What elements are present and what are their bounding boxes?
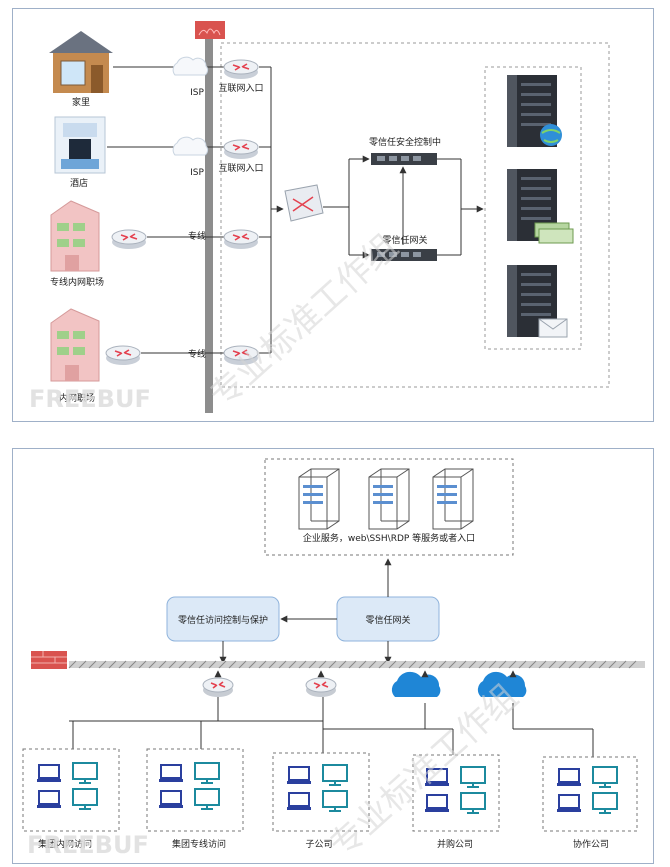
source-label-dedicated-office: 专线内网职场 [50, 276, 104, 288]
device-group [22, 748, 120, 832]
group-label: 集团专线访问 [172, 838, 226, 850]
bottom-diagram-svg: 企业服务，web\SSH\RDP 等服务或者入口 零信任访问控制与保护 零信任网… [22, 458, 645, 863]
enterprise-services-group [264, 458, 514, 556]
control-center-device-icon [371, 153, 437, 165]
isp-cloud-icon [172, 136, 209, 156]
line-label: 专线 [188, 230, 206, 242]
services-caption: 企业服务，web\SSH\RDP 等服务或者入口 [303, 532, 475, 544]
isp-cloud-icon [172, 56, 209, 76]
isp-label: ISP [190, 168, 204, 178]
device-group [412, 754, 500, 832]
server-group-boundary [484, 66, 582, 350]
watermark-text: 专业标准工作组 [202, 227, 406, 416]
branch-links [69, 670, 594, 757]
gateway-label: 零信任网关 [365, 614, 410, 626]
brand-watermark: FREEBUF [27, 831, 149, 859]
entry-router-icon [223, 139, 259, 160]
device-group [272, 752, 370, 832]
line-label: 专线 [188, 348, 206, 360]
server-tower-icon [432, 468, 474, 530]
switch-links [323, 155, 484, 259]
entry-label: 互联网入口 [218, 163, 263, 174]
entry-label: 互联网入口 [218, 83, 263, 94]
router-icon [202, 677, 234, 698]
entry-links [259, 66, 284, 354]
source-label-hotel: 酒店 [70, 177, 88, 189]
router-icon [111, 229, 147, 250]
router-icon [105, 345, 141, 366]
device-group [542, 756, 638, 832]
device-set [159, 763, 219, 809]
entry-router-icon [223, 229, 259, 250]
firewall-icon [195, 21, 225, 39]
perimeter-boundary [69, 661, 645, 668]
globe-icon [540, 124, 562, 146]
group-label: 子公司 [305, 839, 332, 850]
office-building-icon [50, 200, 100, 272]
device-set [287, 765, 347, 811]
server-tower-icon [298, 468, 340, 530]
hotel-icon [54, 116, 106, 174]
access-control-label: 零信任访问控制与保护 [178, 614, 268, 626]
top-diagram-svg: 家里 酒店 专线内网职场 内网职场 ISP ISP 专线 专 [29, 21, 610, 416]
device-set [37, 763, 97, 809]
mail-icon [538, 318, 568, 338]
group-label: 并购公司 [437, 838, 473, 850]
bottom-network-diagram: 企业服务，web\SSH\RDP 等服务或者入口 零信任访问控制与保护 零信任网… [12, 448, 654, 864]
control-center-label: 零信任安全控制中 [369, 136, 441, 148]
gateway-device-icon [371, 249, 437, 261]
group-label: 协作公司 [573, 838, 609, 850]
watermark-text: 专业标准工作组 [322, 677, 526, 863]
source-label-home: 家里 [72, 96, 90, 108]
brand-watermark: FREEBUF [29, 385, 151, 413]
device-group [146, 748, 244, 832]
top-network-diagram: 家里 酒店 专线内网职场 内网职场 ISP ISP 专线 专 [12, 8, 654, 422]
gateway-label: 零信任网关 [382, 234, 427, 246]
home-icon [49, 31, 113, 93]
enterprise-boundary [220, 42, 610, 388]
group-label: 集团内网访问 [38, 838, 92, 850]
core-switch-icon [284, 184, 324, 222]
isp-label: ISP [190, 88, 204, 98]
router-icon [305, 677, 337, 698]
source-label-intranet-office: 内网职场 [59, 392, 95, 404]
firewall-icon [31, 651, 67, 669]
device-set [557, 767, 617, 813]
boundary-hatch [68, 660, 637, 669]
cloud-icon [391, 671, 441, 697]
server-tower-icon [368, 468, 410, 530]
control-links [219, 558, 392, 664]
entry-router-icon [223, 59, 259, 80]
backbone-pole [205, 35, 213, 413]
money-icon [534, 222, 574, 244]
office-building-icon [50, 308, 100, 382]
